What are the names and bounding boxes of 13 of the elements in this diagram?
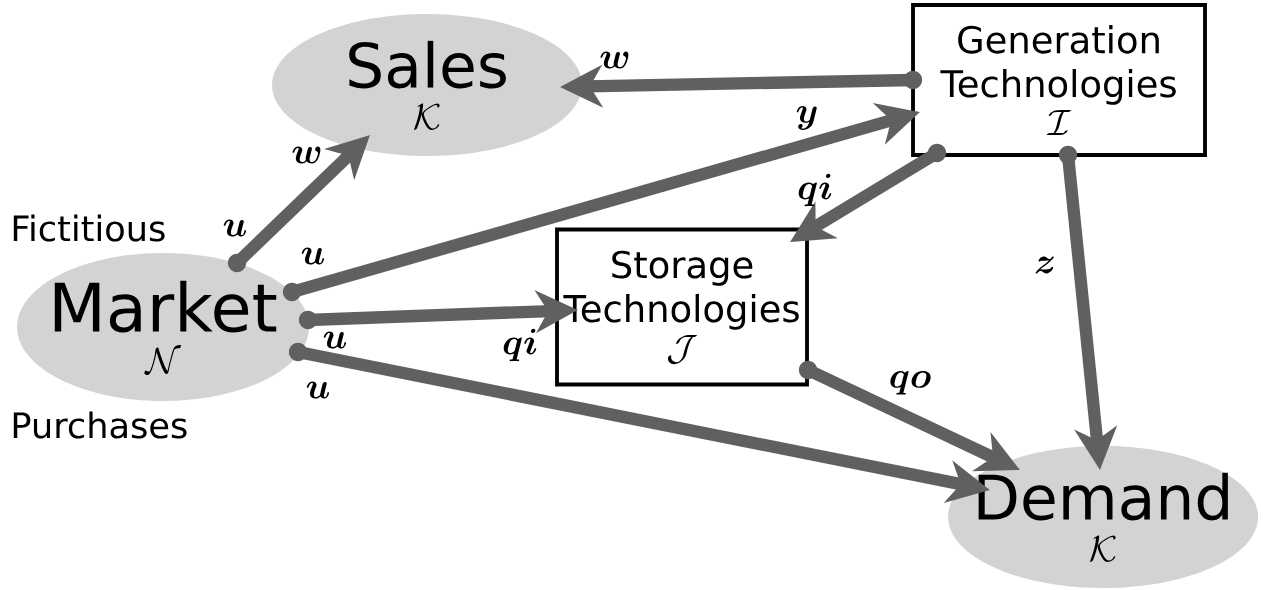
process-box: Storage Technologies $\mathcal{J}$ <box>555 227 809 387</box>
caption-text: Fictitious <box>13 214 165 242</box>
edge-label: $\boldsymbol{y}$ <box>796 106 817 130</box>
edge-label: $\boldsymbol{qi}$ <box>503 328 537 362</box>
edge-label: $\boldsymbol{w}$ <box>600 51 629 69</box>
edge-label: $\boldsymbol{z}$ <box>1035 256 1054 274</box>
edge-label: $\boldsymbol{u}$ <box>306 381 330 399</box>
edge-label: $\boldsymbol{qi}$ <box>798 173 832 207</box>
variable-label: $\boldsymbol{u}$ <box>223 219 247 237</box>
caption-text: Purchases <box>13 411 187 439</box>
edge-label: $\boldsymbol{qo}$ <box>890 371 931 395</box>
variable-label: $\boldsymbol{u}$ <box>323 331 347 349</box>
process-box: Generation Technologies $\mathcal{I}$ <box>911 3 1207 157</box>
